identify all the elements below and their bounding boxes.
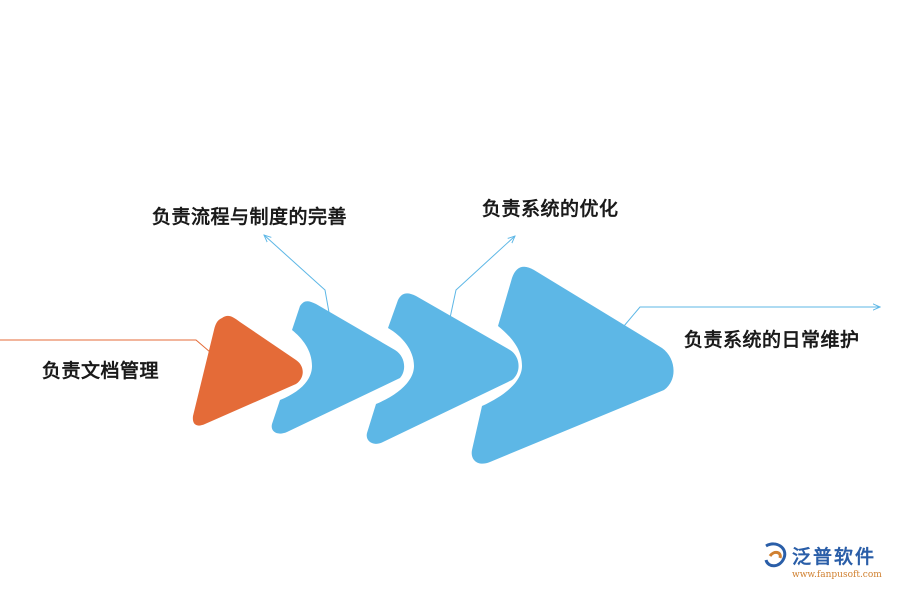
step-4-label: 负责系统的日常维护	[684, 329, 860, 351]
step-3-label: 负责系统的优化	[482, 198, 619, 220]
step-3-shape	[366, 293, 519, 444]
step-2-shape	[271, 301, 405, 434]
step-1-label: 负责文档管理	[42, 360, 160, 382]
step-1-shape	[192, 315, 303, 426]
logo-url: www.fanpusoft.com	[792, 570, 882, 580]
callout-line-2	[264, 235, 331, 319]
step-4-shape	[471, 266, 674, 464]
callout-line-3	[449, 236, 515, 319]
step-2-label: 负责流程与制度的完善	[152, 206, 348, 228]
fanpu-logo: 泛普软件 www.fanpusoft.com	[762, 540, 892, 590]
callout-line-1	[0, 339, 211, 353]
logo-name: 泛普软件	[792, 546, 877, 568]
fanpu-logo-icon	[764, 542, 787, 568]
callout-line-4	[623, 307, 880, 327]
